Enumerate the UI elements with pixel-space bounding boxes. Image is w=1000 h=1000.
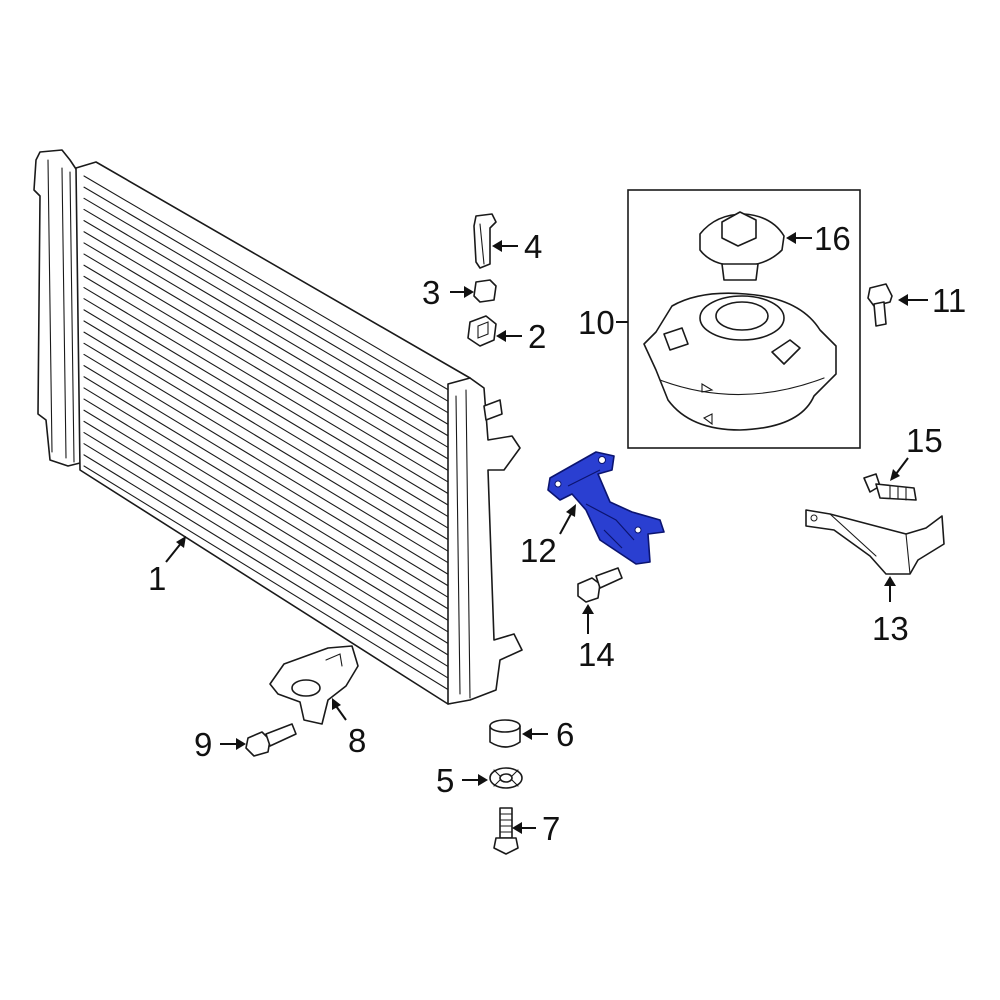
part-5-washer[interactable] (489, 767, 523, 789)
radiator-fin (83, 208, 453, 428)
part-12-bracket-highlighted[interactable] (547, 451, 665, 565)
part-4-clip[interactable] (473, 213, 497, 269)
callout-4: 4 (524, 228, 542, 265)
callout-10: 10 (578, 304, 615, 341)
callout-13: 13 (872, 610, 909, 647)
reservoir-cap-part[interactable] (699, 211, 785, 281)
radiator-fin (83, 454, 453, 682)
radiator-fin (83, 409, 453, 635)
radiator-fin (83, 242, 453, 462)
callout-12: 12 (520, 532, 557, 569)
radiator-fin (83, 197, 453, 416)
callout-5: 5 (436, 762, 454, 799)
part-8-lower-mount[interactable] (269, 645, 359, 725)
radiator-fin (83, 465, 453, 693)
radiator-fin (83, 253, 453, 474)
callout-9: 9 (194, 726, 212, 763)
callout-2: 2 (528, 318, 546, 355)
callout-15: 15 (906, 422, 943, 459)
callout-labels: 1 2 3 4 5 6 7 8 9 10 11 12 13 14 15 16 (148, 220, 966, 847)
part-2-mount[interactable] (467, 315, 497, 347)
callout-8: 8 (348, 722, 366, 759)
radiator-fin (83, 264, 453, 485)
radiator-fin (83, 309, 453, 532)
radiator-fin (83, 398, 453, 624)
part-7-bolt[interactable] (493, 807, 519, 855)
radiator-fin (83, 298, 453, 520)
callout-14: 14 (578, 636, 615, 673)
radiator-part[interactable] (33, 149, 523, 705)
callout-1: 1 (148, 560, 166, 597)
part-10-group-box (627, 189, 861, 449)
part-9-bolt[interactable] (245, 723, 297, 757)
part-13-bracket[interactable] (805, 509, 945, 575)
leader-lines (165, 232, 928, 834)
callout-3: 3 (422, 274, 440, 311)
part-6-grommet[interactable] (489, 719, 521, 748)
coolant-reservoir-part[interactable] (643, 292, 837, 431)
part-15-stud[interactable] (863, 473, 917, 501)
radiator-fin (83, 353, 453, 578)
callout-7: 7 (542, 810, 560, 847)
radiator-fin (83, 376, 453, 601)
radiator-fin (83, 220, 453, 439)
callout-11: 11 (932, 282, 966, 319)
radiator-fin (83, 320, 453, 543)
radiator-fin (83, 431, 453, 658)
callout-16: 16 (814, 220, 851, 257)
callout-6: 6 (556, 716, 574, 753)
radiator-fin (83, 175, 453, 393)
radiator-fin (83, 420, 453, 647)
part-3-clip[interactable] (473, 279, 497, 303)
radiator-fin (83, 443, 453, 670)
radiator-fin (83, 387, 453, 612)
radiator-fin (83, 331, 453, 555)
part-14-bolt[interactable] (577, 567, 623, 603)
radiator-fin (83, 186, 453, 405)
part-11-bolt[interactable] (867, 283, 893, 327)
radiator-fin (83, 286, 453, 508)
radiator-fin (83, 275, 453, 497)
radiator-fin (83, 231, 453, 451)
radiator-fin (83, 342, 453, 566)
radiator-fin (83, 365, 453, 589)
